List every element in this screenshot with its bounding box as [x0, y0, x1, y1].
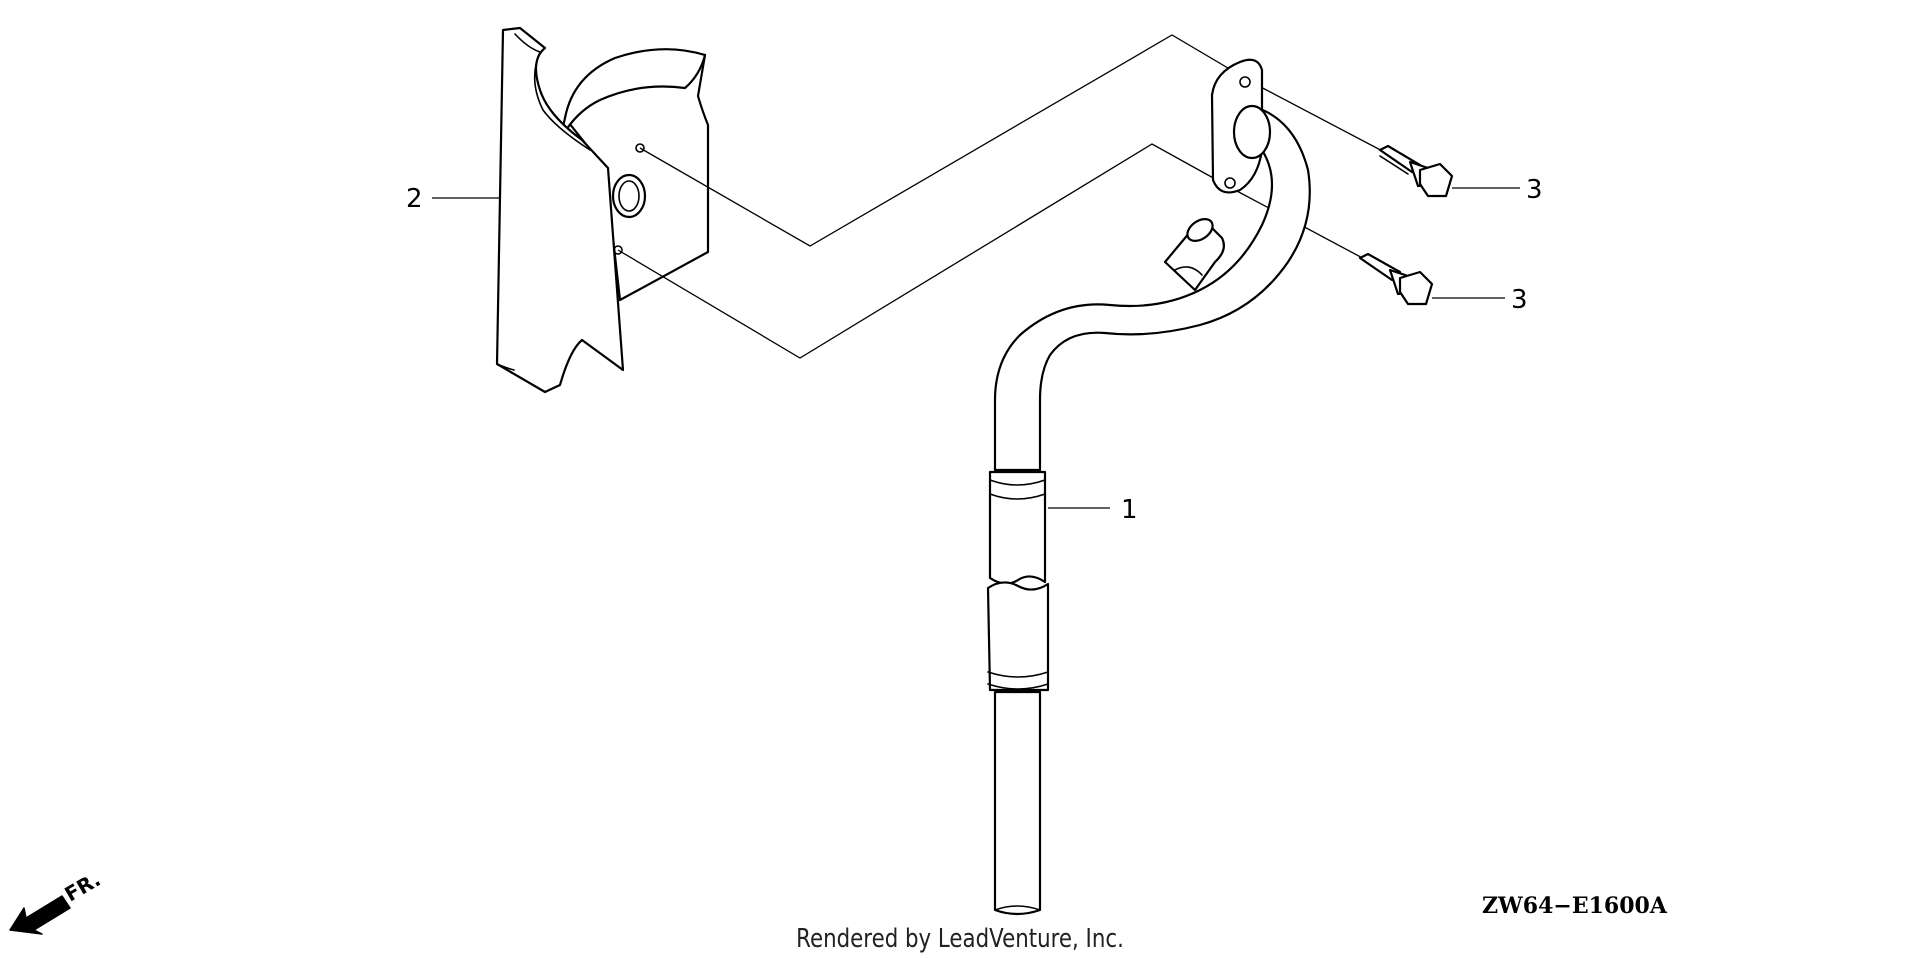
front-direction-label: FR.: [61, 867, 105, 906]
part-3-bolt-lower[interactable]: [1358, 252, 1434, 306]
callout-3-lower[interactable]: 3: [1511, 285, 1528, 315]
render-credit: Rendered by LeadVenture, Inc.: [796, 924, 1124, 954]
part-2-shield[interactable]: [495, 26, 710, 394]
callout-3-upper[interactable]: 3: [1526, 175, 1543, 205]
front-direction-arrow-icon: [9, 895, 71, 935]
callout-1[interactable]: 1: [1121, 495, 1138, 525]
callout-leaders: [432, 187, 1520, 509]
part-3-bolt-upper[interactable]: [1378, 144, 1454, 198]
callout-2[interactable]: 2: [406, 184, 423, 214]
drawing-code: ZW64−E1600A: [1482, 893, 1668, 919]
part-1-pipe[interactable]: [986, 58, 1311, 916]
alignment-lines: [617, 34, 1391, 359]
